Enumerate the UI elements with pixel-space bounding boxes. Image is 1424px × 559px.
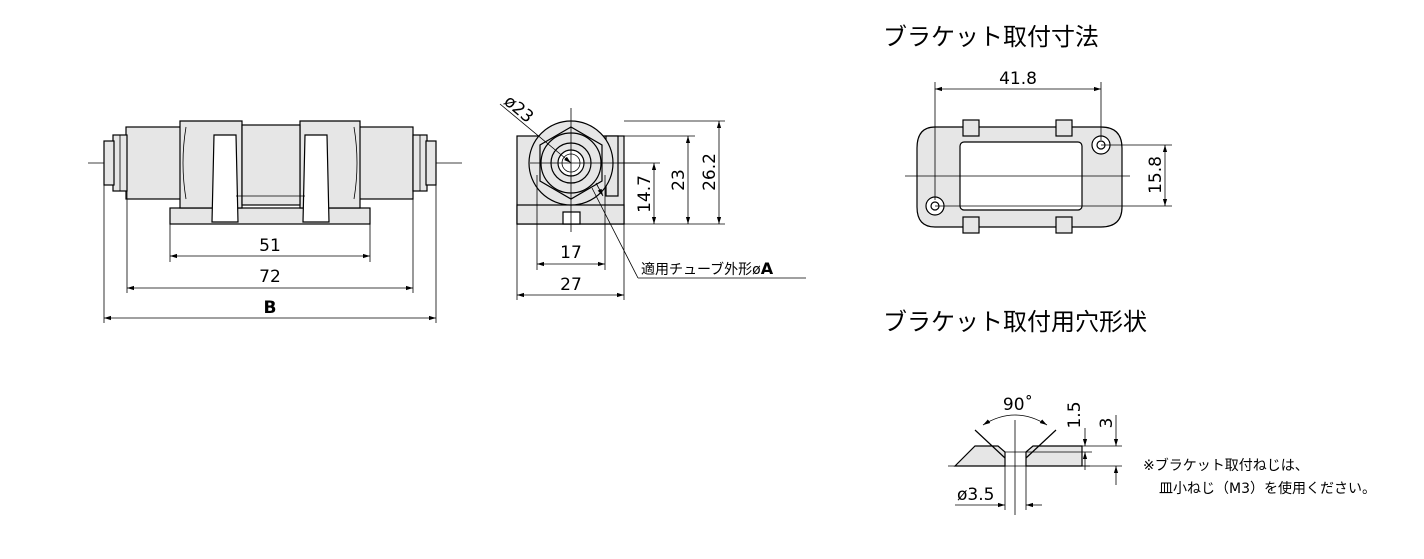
- dim-angle: 90˚: [1003, 394, 1033, 415]
- hole-shape: ブラケット取付用穴形状 90˚ 1.5 3 ø3.5 ※ブラケット取付ねじは、: [883, 308, 1376, 515]
- tab-tr: [1055, 119, 1073, 137]
- dim-15-8: 15.8: [1146, 156, 1166, 194]
- dim-51: 51: [259, 236, 281, 256]
- dim-phi23: ø23: [500, 92, 537, 128]
- dim-3: 3: [1097, 418, 1117, 429]
- note-line1: ※ブラケット取付ねじは、: [1143, 457, 1309, 474]
- center-block: [241, 124, 301, 206]
- end-view: ø23 14.7 23 26.2 17 27 適用チューブ外形øA: [499, 92, 806, 300]
- tube-leader: [591, 187, 639, 279]
- plate-right: [1025, 445, 1083, 467]
- bracket-base: [169, 207, 371, 225]
- tab-tl: [962, 119, 980, 137]
- angle-arc: [982, 414, 1048, 426]
- tab-br: [1055, 216, 1073, 234]
- dim-1-5: 1.5: [1065, 401, 1085, 428]
- tab-bl: [962, 216, 980, 234]
- tube-leader-arrow: [595, 182, 604, 197]
- dim-41-8: 41.8: [999, 69, 1037, 89]
- side-view: 51 72 B: [88, 120, 462, 323]
- right-nut-curve: [353, 126, 358, 200]
- note-line2: 皿小ねじ（M3）を使用ください。: [1159, 480, 1376, 497]
- phi23-leader: [499, 103, 572, 164]
- cs-left: [974, 429, 1006, 459]
- right-release-ring: [425, 140, 437, 186]
- left-nut-curve: [182, 126, 187, 200]
- hole-shape-heading: ブラケット取付用穴形状: [883, 308, 1147, 336]
- dim-phi3-5: ø3.5: [957, 485, 994, 505]
- dim-27: 27: [560, 275, 582, 295]
- tube-label-text: 適用チューブ外形ø: [641, 261, 761, 278]
- bracket-dims-heading: ブラケット取付寸法: [883, 23, 1099, 51]
- left-slot: [211, 134, 239, 223]
- dim-26-2: 26.2: [700, 153, 720, 191]
- dim-17: 17: [560, 243, 582, 263]
- dim-72: 72: [259, 267, 281, 287]
- tube-label: 適用チューブ外形øA: [641, 259, 774, 278]
- right-slot: [302, 134, 330, 223]
- plate-left: [953, 445, 1006, 467]
- cs-right: [1025, 429, 1057, 459]
- bracket-dims: ブラケット取付寸法 41.8 15.8: [883, 23, 1172, 234]
- left-release-ring: [103, 140, 115, 186]
- end-base-notch: [562, 211, 581, 225]
- dim-23: 23: [669, 169, 689, 191]
- tube-label-A: A: [761, 259, 774, 278]
- dim-14-7: 14.7: [635, 175, 655, 213]
- dim-B: B: [264, 298, 277, 318]
